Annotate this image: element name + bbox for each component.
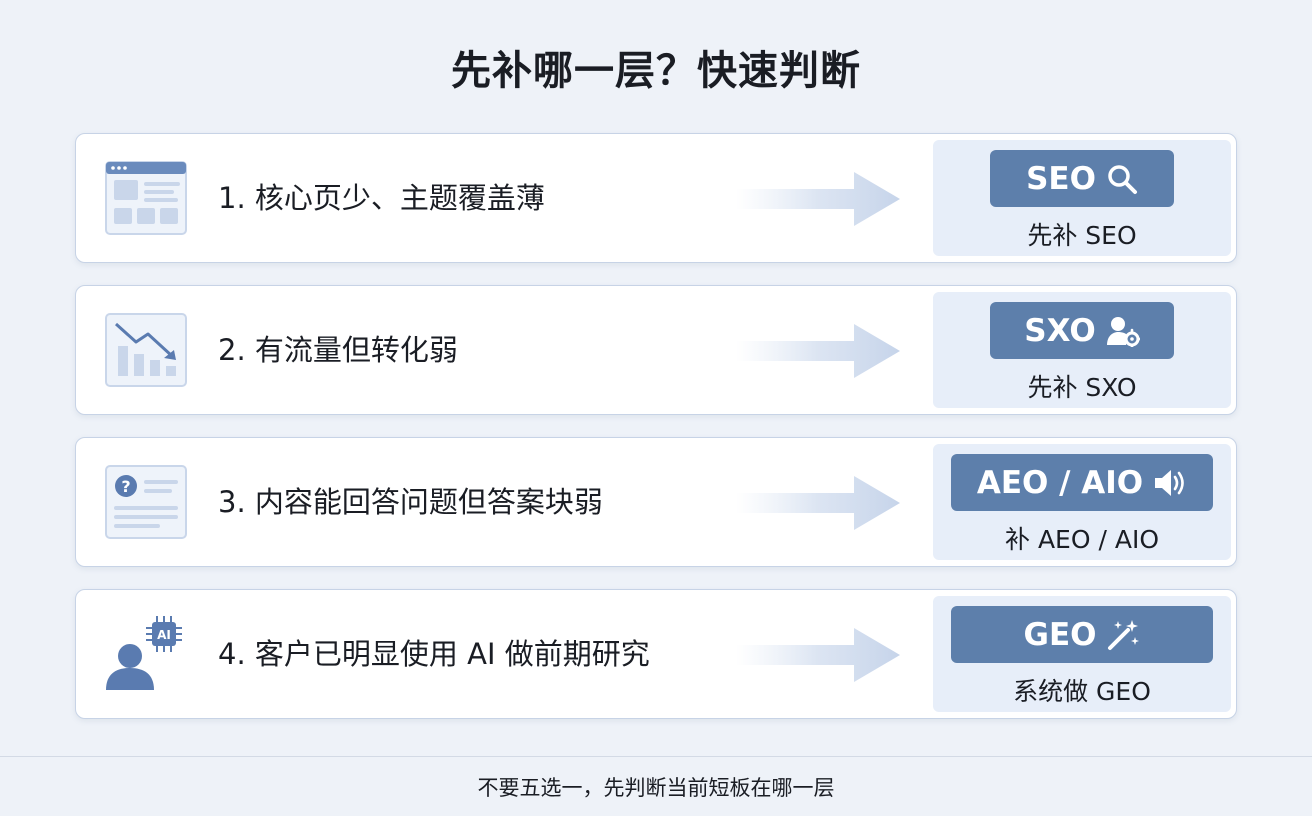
row-seo: 1. 核心页少、主题覆盖薄 SEO 先补 SEO <box>75 133 1237 263</box>
badge-label: GEO <box>1023 616 1097 653</box>
chip-text: AI <box>157 628 171 642</box>
row-label: 3. 内容能回答问题但答案块弱 <box>218 485 603 519</box>
row-sxo: 2. 有流量但转化弱 SXO 先补 SXO <box>75 285 1237 415</box>
result-text: 系统做 GEO <box>1013 677 1151 706</box>
footer-divider <box>0 756 1312 757</box>
user-gear-icon <box>1106 316 1140 347</box>
result-text: 补 AEO / AIO <box>1005 525 1159 554</box>
speaker-icon <box>1155 469 1184 496</box>
badge-geo: GEO <box>951 606 1213 663</box>
result-text: 先补 SEO <box>1027 221 1137 250</box>
row-label: 2. 有流量但转化弱 <box>218 333 458 367</box>
arrow-right-icon <box>736 474 904 532</box>
magic-wand-icon <box>1108 619 1140 650</box>
result-panel: AEO / AIO 补 AEO / AIO <box>933 444 1231 560</box>
badge-sxo: SXO <box>990 302 1174 359</box>
result-text: 先补 SXO <box>1027 373 1137 402</box>
svg-text:?: ? <box>121 477 130 496</box>
arrow-right-icon <box>736 322 904 380</box>
result-panel: GEO 系统做 GEO <box>933 596 1231 712</box>
arrow-right-icon <box>736 170 904 228</box>
declining-bar-chart-icon <box>104 312 190 390</box>
question-document-icon: ? <box>104 464 190 542</box>
footer-note: 不要五选一，先判断当前短板在哪一层 <box>477 776 835 800</box>
search-icon <box>1108 164 1137 194</box>
webpage-layout-icon <box>104 160 190 238</box>
badge-label: AEO / AIO <box>976 464 1144 501</box>
row-geo: AI 4. 客户已明显使用 AI 做前期研究 GEO 系统做 GEO <box>75 589 1237 719</box>
row-label: 4. 客户已明显使用 AI 做前期研究 <box>218 637 650 671</box>
badge-label: SXO <box>1024 312 1096 349</box>
page-title: 先补哪一层？快速判断 <box>451 48 861 94</box>
user-ai-chip-icon: AI <box>104 616 190 694</box>
row-aeo-aio: ? 3. 内容能回答问题但答案块弱 AEO / AIO 补 AEO / AIO <box>75 437 1237 567</box>
arrow-right-icon <box>736 626 904 684</box>
row-label: 1. 核心页少、主题覆盖薄 <box>218 181 545 215</box>
result-panel: SEO 先补 SEO <box>933 140 1231 256</box>
badge-label: SEO <box>1026 160 1096 197</box>
badge-seo: SEO <box>990 150 1174 207</box>
result-panel: SXO 先补 SXO <box>933 292 1231 408</box>
badge-aeo-aio: AEO / AIO <box>951 454 1213 511</box>
